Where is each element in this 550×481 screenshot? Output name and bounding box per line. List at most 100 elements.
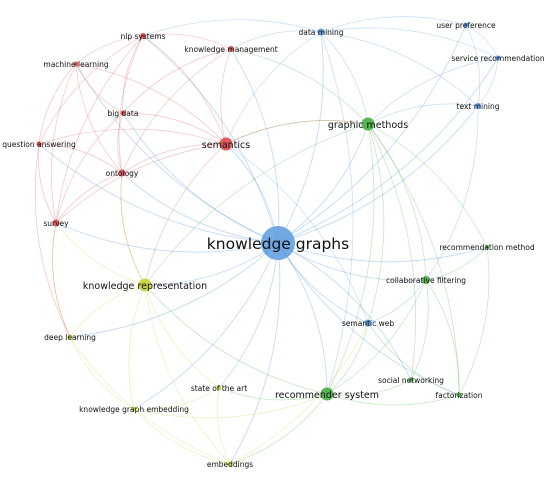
node-on[interactable]: [118, 169, 126, 177]
node-sr[interactable]: [495, 55, 501, 61]
edge-dm-km: [230, 30, 322, 50]
edge-kg-sr: [277, 57, 499, 244]
edge-se-qa: [38, 128, 227, 145]
edge-up-sr: [465, 24, 499, 59]
edge-kg-nlp: [142, 35, 279, 244]
node-fa[interactable]: [456, 392, 462, 398]
edge-gm-sn: [367, 123, 416, 381]
edge-su-dl: [52, 222, 71, 338]
edge-dm-sr: [320, 27, 499, 59]
node-km[interactable]: [228, 46, 234, 52]
edge-kr-on: [120, 172, 146, 286]
edge-se-bd: [122, 112, 227, 145]
edge-se-ml: [75, 63, 227, 145]
edge-rs-fa: [326, 393, 460, 406]
edge-kg-su: [55, 222, 279, 253]
edge-nlp-su: [55, 35, 144, 224]
node-label-rm: recommendation method: [439, 243, 535, 252]
edge-qa-on: [38, 143, 123, 174]
edge-km-on: [121, 48, 232, 174]
node-kge[interactable]: [131, 406, 137, 412]
edge-dm-tm: [320, 31, 479, 107]
network-nodes: [36, 22, 501, 467]
edge-kg-em: [229, 242, 281, 465]
edge-nlp-on: [118, 35, 144, 174]
edge-se-su: [55, 143, 227, 224]
edge-nlp-ml: [75, 35, 144, 65]
edge-kr-su: [55, 222, 146, 286]
edge-ml-bd: [75, 63, 124, 114]
edge-rm-fa: [458, 246, 490, 396]
edge-kg-ml: [75, 63, 279, 244]
node-label-kr: knowledge representation: [83, 281, 207, 292]
node-rs[interactable]: [320, 387, 334, 401]
edge-cf-rs: [326, 279, 427, 395]
node-dl[interactable]: [67, 334, 73, 340]
edge-up-tm: [465, 24, 481, 107]
node-gm[interactable]: [361, 117, 375, 131]
node-label-sa: state of the art: [191, 384, 247, 393]
node-ml[interactable]: [73, 61, 79, 67]
edge-rs-kr: [144, 284, 328, 395]
node-up[interactable]: [463, 22, 469, 28]
edge-dl-em: [69, 336, 231, 465]
edge-kg-gm: [277, 123, 369, 244]
node-rm[interactable]: [485, 245, 489, 249]
node-bd[interactable]: [120, 110, 126, 116]
edge-rs-sw: [326, 322, 369, 395]
edge-dl-kge: [69, 336, 135, 410]
edge-kg-dm: [277, 31, 324, 244]
node-nlp[interactable]: [140, 33, 146, 39]
node-kr[interactable]: [138, 278, 152, 292]
node-sw[interactable]: [364, 319, 372, 327]
edge-kg-tm: [277, 105, 479, 244]
edge-bd-on: [117, 112, 124, 174]
node-su[interactable]: [52, 219, 60, 227]
node-em[interactable]: [227, 461, 233, 467]
edge-cf-rm: [425, 246, 488, 281]
edge-qa-dl: [34, 143, 71, 338]
node-label-qa: question answering: [2, 140, 76, 149]
edge-sr-tm: [477, 57, 499, 107]
edge-se-gm: [225, 120, 369, 145]
edge-sa-em: [216, 387, 231, 465]
network-labels: knowledge graphs data mining user preferen…: [2, 21, 545, 469]
edge-dm-rs: [320, 31, 354, 395]
edge-ml-su: [50, 63, 77, 224]
edge-se-on: [121, 143, 227, 174]
edge-kg-sn: [277, 242, 412, 381]
node-label-rs: recommender system: [275, 390, 379, 401]
edge-cf-sn: [410, 279, 429, 381]
node-label-dm: data mining: [298, 28, 343, 37]
node-label-se: semantics: [202, 140, 250, 151]
node-label-up: user preference: [436, 21, 496, 30]
node-qa[interactable]: [36, 141, 42, 147]
edge-sa-kge: [133, 387, 220, 410]
node-tm[interactable]: [475, 103, 481, 109]
edge-kg-on: [121, 172, 279, 244]
node-label-fa: factorization: [436, 391, 483, 400]
edge-kg-up: [277, 24, 467, 244]
edge-se-nlp: [142, 35, 227, 145]
node-kg[interactable]: [261, 226, 295, 260]
node-label-ml: machine learning: [43, 60, 108, 69]
node-label-on: ontology: [106, 169, 139, 178]
edge-km-bd: [122, 48, 232, 114]
node-label-kg: knowledge graphs: [207, 235, 349, 253]
node-sa[interactable]: [216, 385, 222, 391]
node-label-kge: knowledge graph embedding: [79, 405, 189, 414]
node-sn[interactable]: [408, 377, 414, 383]
edge-kg-rm: [277, 242, 488, 263]
edge-sw-se: [225, 143, 369, 324]
edge-bd-su: [55, 112, 124, 224]
node-cf[interactable]: [422, 276, 430, 284]
edge-kg-rs: [277, 242, 328, 395]
node-se[interactable]: [219, 137, 233, 151]
node-label-nlp: nlp systems: [120, 32, 165, 41]
edge-gm-kr: [144, 123, 369, 286]
edge-kge-em: [133, 408, 231, 465]
edge-rs-em: [229, 393, 328, 465]
edge-sr-gm: [367, 57, 499, 125]
node-dm[interactable]: [317, 28, 325, 36]
node-label-cf: collaborative filtering: [386, 276, 466, 285]
